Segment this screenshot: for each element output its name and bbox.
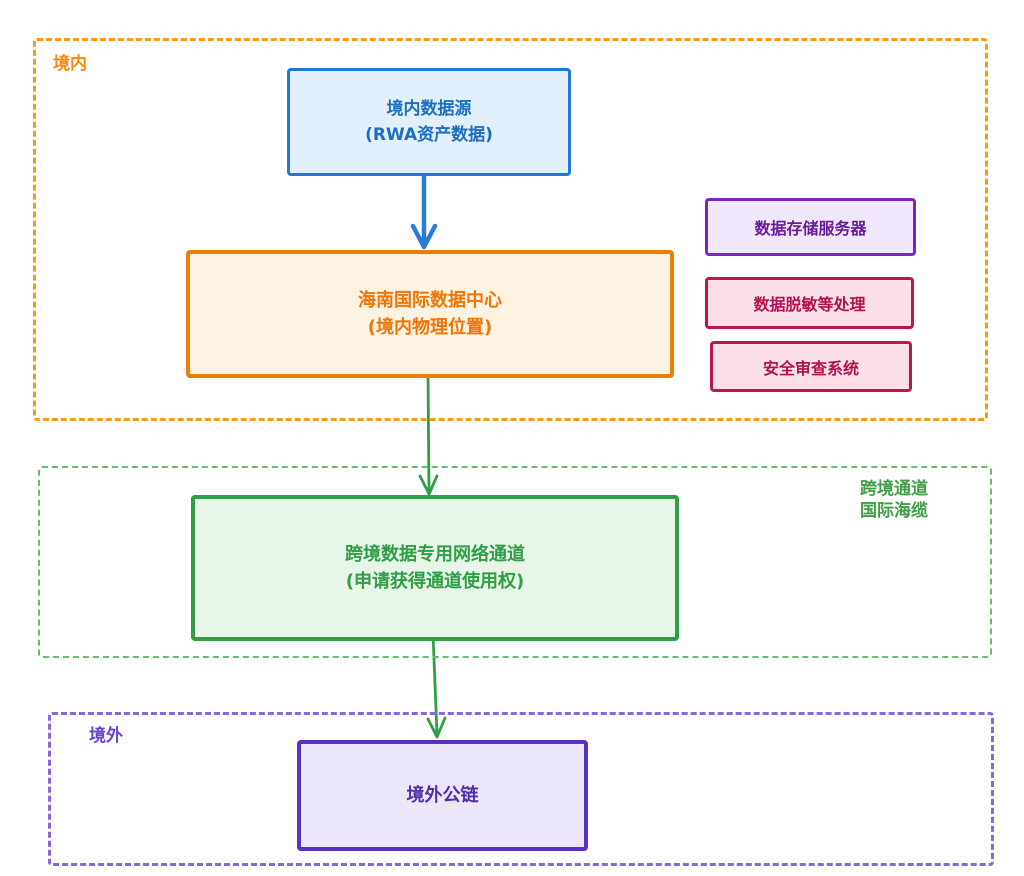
node-hainan-data-center-subtitle: (境内物理位置): [367, 317, 493, 338]
region-channel-label: 跨境通道国际海缆: [860, 478, 928, 522]
region-cross-border-channel: 跨境通道国际海缆: [38, 466, 992, 658]
node-data-storage-server-label: 数据存储服务器: [754, 219, 867, 238]
node-data-masking-label: 数据脱敏等处理: [753, 295, 866, 314]
region-domestic-label: 境内: [53, 54, 87, 74]
node-overseas-public-chain: 境外公链: [297, 740, 588, 851]
node-cross-border-network-channel-title: 跨境数据专用网络通道: [345, 544, 525, 565]
node-data-storage-server: 数据存储服务器: [705, 198, 916, 256]
node-cross-border-network-channel: 跨境数据专用网络通道 (申请获得通道使用权): [191, 495, 679, 641]
region-domestic: 境内: [33, 38, 988, 421]
node-domestic-data-source: 境内数据源 (RWA资产数据): [287, 68, 571, 176]
node-hainan-data-center-title: 海南国际数据中心: [358, 290, 502, 311]
node-data-masking: 数据脱敏等处理: [705, 277, 914, 329]
node-overseas-public-chain-label: 境外公链: [406, 785, 479, 806]
node-security-review: 安全审查系统: [710, 341, 912, 392]
node-domestic-data-source-subtitle: (RWA资产数据): [365, 125, 493, 145]
node-cross-border-network-channel-subtitle: (申请获得通道使用权): [345, 571, 525, 592]
region-channel-label-line1: 跨境通道: [860, 479, 928, 499]
node-domestic-data-source-title: 境内数据源: [386, 99, 472, 119]
node-security-review-label: 安全审查系统: [762, 358, 859, 378]
region-overseas: 境外: [48, 712, 994, 866]
region-channel-label-line2: 国际海缆: [860, 501, 928, 521]
region-overseas-label: 境外: [89, 726, 123, 746]
node-hainan-data-center: 海南国际数据中心 (境内物理位置): [186, 250, 674, 378]
